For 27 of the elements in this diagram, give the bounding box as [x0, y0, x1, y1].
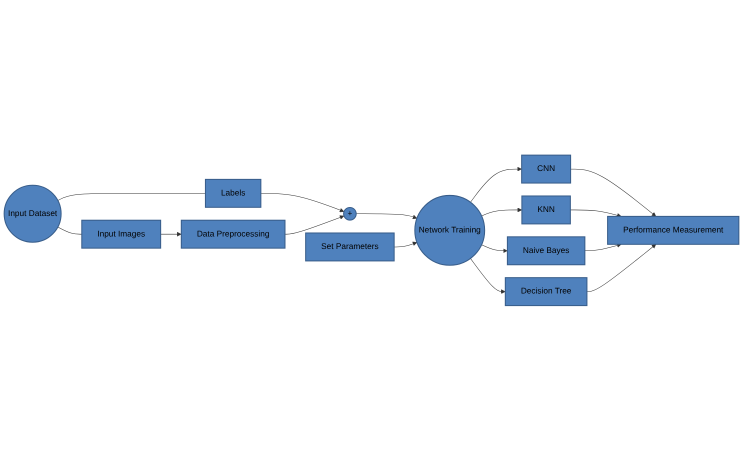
node-box: Naive Bayes — [506, 236, 586, 266]
node-box: KNN — [521, 196, 571, 225]
node-box: Set Parameters — [305, 232, 395, 262]
arrow — [284, 215, 344, 235]
arrow — [481, 244, 508, 254]
arrow — [160, 232, 182, 237]
node-box: Performance Measurement — [607, 216, 740, 245]
arrow — [260, 193, 344, 212]
connector — [58, 193, 206, 201]
node-box: Input Images — [81, 220, 162, 249]
arrow — [470, 258, 506, 294]
arrow — [570, 168, 656, 217]
connector — [58, 226, 82, 235]
arrow — [356, 214, 418, 220]
arrow — [481, 208, 522, 216]
node-box: Decision Tree — [504, 277, 588, 306]
arrow — [394, 242, 418, 248]
arrow — [584, 243, 622, 252]
node-box: CNN — [521, 154, 572, 184]
node-box: Data Preprocessing — [180, 220, 286, 249]
arrow — [586, 244, 656, 292]
arrow — [570, 210, 622, 218]
node-circle: Network Training — [414, 195, 486, 266]
node-circle: + — [343, 207, 357, 221]
node-box: Labels — [204, 179, 262, 208]
node-circle: Input Dataset — [4, 184, 62, 243]
arrow — [470, 166, 522, 203]
